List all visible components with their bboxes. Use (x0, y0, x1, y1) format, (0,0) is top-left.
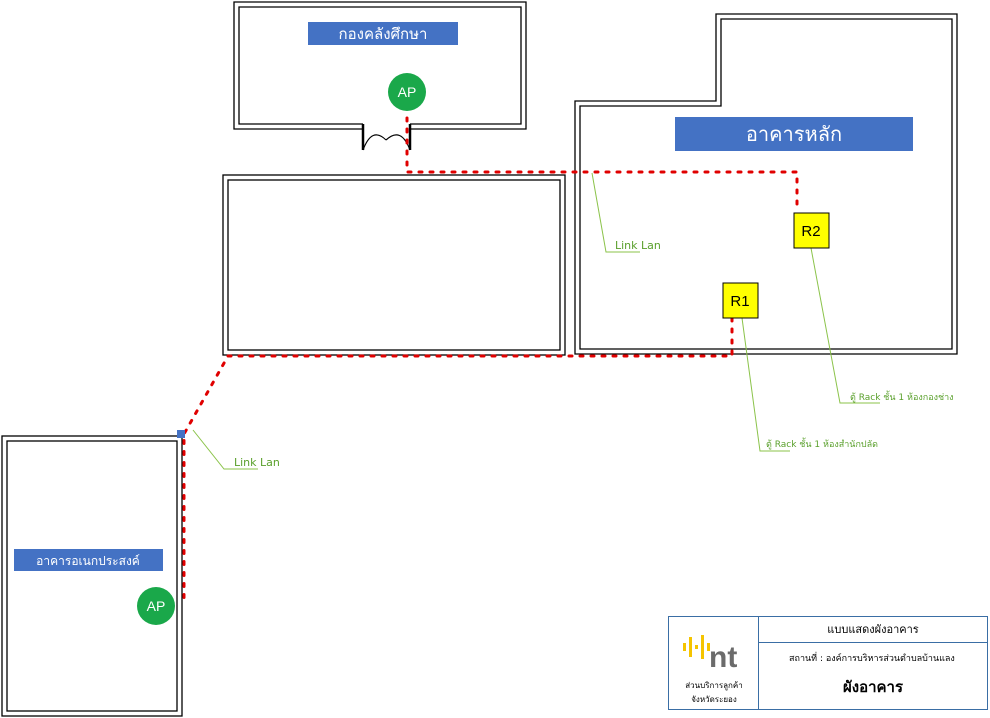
door-icon (361, 124, 412, 151)
label-multipurpose-text: อาคารอเนกประสงค์ (36, 554, 140, 568)
callout-r1 (741, 317, 790, 452)
rack-r1-label: R1 (730, 293, 749, 310)
label-multipurpose: อาคารอเนกประสงค์ (14, 549, 163, 571)
label-main-text: อาคารหลัก (746, 122, 842, 146)
title-block: nt ส่วนบริการลูกค้า จังหวัดระยอง แบบแสดง… (668, 616, 988, 710)
note-rack-r1: ตู้ Rack ชั้น 1 ห้องสำนักปลัด (766, 437, 878, 450)
title-block-info-cell: แบบแสดงผังอาคาร สถานที่ : องค์การบริหารส… (759, 617, 987, 709)
rack-r2-label: R2 (801, 223, 820, 240)
building-multipurpose (1, 435, 183, 717)
nt-logo-icon: nt (683, 635, 737, 673)
link-r1-to-multipurpose (182, 316, 734, 607)
rack-r2: R2 (793, 212, 830, 249)
title-block-title: แบบแสดงผังอาคาร (759, 617, 987, 643)
title-block-name: ผังอาคาร (842, 678, 904, 696)
ap-top-label: AP (398, 84, 417, 100)
nt-logo-text: nt (709, 641, 737, 673)
note-link-lan-1: Link Lan (615, 239, 661, 252)
note-rack-r2: ตู้ Rack ชั้น 1 ห้องกองช่าง (850, 390, 954, 403)
callout-link-lan-1 (591, 172, 640, 253)
building-main (574, 13, 958, 355)
label-main: อาคารหลัก (675, 117, 913, 151)
note-link-lan-2: Link Lan (234, 456, 280, 469)
org-line-2: จังหวัดระยอง (691, 695, 737, 704)
callout-link-lan-2 (192, 429, 258, 470)
link-ap-top-to-r2 (405, 116, 799, 214)
ap-bottom-label: AP (147, 598, 166, 614)
rack-r1: R1 (722, 282, 759, 319)
label-treasury: กองคลังศึกษา (308, 22, 458, 45)
title-block-logo-cell: nt ส่วนบริการลูกค้า จังหวัดระยอง (669, 617, 759, 709)
title-block-place: สถานที่ : องค์การบริหารส่วนตำบลบ้านแลง (789, 654, 955, 664)
ap-bottom: AP (137, 587, 175, 625)
org-line-1: ส่วนบริการลูกค้า (685, 681, 743, 690)
building-treasury (233, 1, 527, 130)
label-treasury-text: กองคลังศึกษา (339, 25, 428, 43)
building-middle (222, 174, 566, 356)
link-junction-square (177, 430, 185, 438)
ap-top: AP (388, 73, 426, 111)
callout-r2 (810, 247, 880, 404)
